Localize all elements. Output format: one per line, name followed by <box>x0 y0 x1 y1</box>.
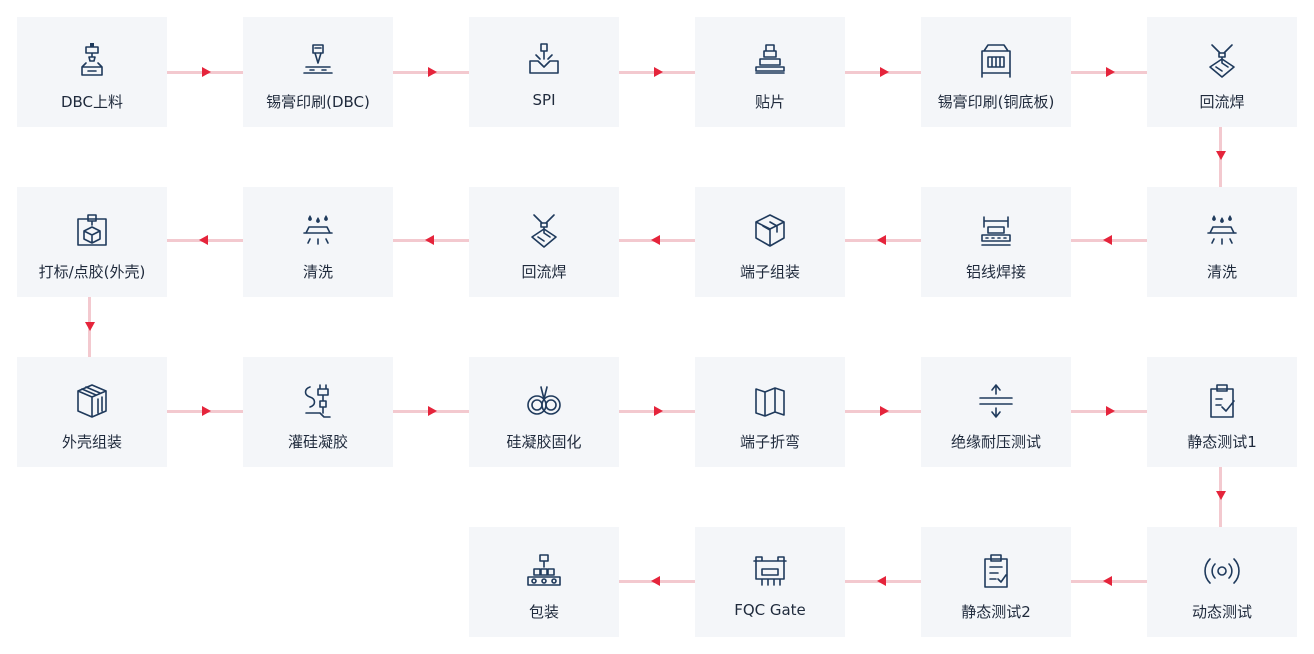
step-label: 打标/点胶(外壳) <box>38 263 146 281</box>
step-solder-paste-copper: 锡膏印刷(铜底板) <box>921 17 1071 127</box>
arrow-down <box>1216 491 1226 500</box>
arrow-right <box>880 67 889 77</box>
step-gel-potting: 灌硅凝胶 <box>243 357 393 467</box>
step-wire-bonding: 铝线焊接 <box>921 187 1071 297</box>
step-label: 锡膏印刷(铜底板) <box>937 93 1055 111</box>
placement-icon <box>750 41 790 81</box>
step-packaging: 包装 <box>469 527 619 637</box>
step-insulation-test: 绝缘耐压测试 <box>921 357 1071 467</box>
arrow-left <box>877 235 886 245</box>
solder-paste-print-icon <box>298 41 338 81</box>
step-label: 硅凝胶固化 <box>506 433 582 451</box>
arrow-left <box>1103 576 1112 586</box>
marking-dispense-icon <box>72 211 112 251</box>
step-label: 清洗 <box>1206 263 1237 281</box>
housing-box-icon <box>72 381 112 421</box>
step-fqc-gate: FQC Gate <box>695 527 845 637</box>
step-static-test-2: 静态测试2 <box>921 527 1071 637</box>
step-gel-curing: 硅凝胶固化 <box>469 357 619 467</box>
step-label: 锡膏印刷(DBC) <box>266 93 370 111</box>
step-placement: 贴片 <box>695 17 845 127</box>
step-label: 动态测试 <box>1191 603 1252 621</box>
step-reflow-2: 回流焊 <box>469 187 619 297</box>
cube-assembly-icon <box>750 211 790 251</box>
step-label: SPI <box>532 91 556 109</box>
arrow-right <box>428 67 437 77</box>
step-cleaning-2: 清洗 <box>243 187 393 297</box>
wire-bonding-icon <box>976 211 1016 251</box>
step-label: DBC上料 <box>60 93 124 111</box>
arrow-right <box>1106 406 1115 416</box>
arrow-right <box>202 67 211 77</box>
step-label: 端子组装 <box>739 263 800 281</box>
curing-coil-icon <box>524 381 564 421</box>
gel-potting-icon <box>298 381 338 421</box>
arrow-left <box>1103 235 1112 245</box>
folding-map-icon <box>750 381 790 421</box>
step-spi: SPI <box>469 17 619 127</box>
step-label: 贴片 <box>754 93 785 111</box>
step-label: 外壳组装 <box>61 433 122 451</box>
arrow-left <box>199 235 208 245</box>
step-label: 清洗 <box>302 263 333 281</box>
step-label: 绝缘耐压测试 <box>950 433 1041 451</box>
step-solder-paste-dbc: 锡膏印刷(DBC) <box>243 17 393 127</box>
cleaning-drops-icon <box>1202 211 1242 251</box>
arrow-left <box>877 576 886 586</box>
step-label: 回流焊 <box>521 263 567 281</box>
step-label: 铝线焊接 <box>965 263 1026 281</box>
step-label: 回流焊 <box>1199 93 1245 111</box>
arrow-right <box>880 406 889 416</box>
step-cleaning-1: 清洗 <box>1147 187 1297 297</box>
step-housing-assembly: 外壳组装 <box>17 357 167 467</box>
arrow-right <box>654 406 663 416</box>
step-label: 静态测试2 <box>961 603 1031 621</box>
arrow-down <box>85 322 95 331</box>
signal-wave-icon <box>1202 551 1242 591</box>
cleaning-drops-icon <box>298 211 338 251</box>
spi-inspection-icon <box>524 41 564 81</box>
gate-fixture-icon <box>750 551 790 591</box>
step-terminal-assembly: 端子组装 <box>695 187 845 297</box>
arrow-right <box>428 406 437 416</box>
arrow-down <box>1216 151 1226 160</box>
step-terminal-bending: 端子折弯 <box>695 357 845 467</box>
clipboard-check-icon <box>1202 381 1242 421</box>
reflow-laser-icon <box>1202 41 1242 81</box>
arrow-left <box>425 235 434 245</box>
step-label: 静态测试1 <box>1187 433 1257 451</box>
reflow-laser-icon <box>524 211 564 251</box>
compress-arrows-icon <box>976 381 1016 421</box>
step-label: 灌硅凝胶 <box>287 433 348 451</box>
arrow-right <box>202 406 211 416</box>
arrow-left <box>651 235 660 245</box>
step-dbc-loading: DBC上料 <box>17 17 167 127</box>
arrow-left <box>651 576 660 586</box>
step-label: FQC Gate <box>734 601 806 619</box>
dbc-loading-icon <box>72 41 112 81</box>
step-reflow-1: 回流焊 <box>1147 17 1297 127</box>
step-static-test-1: 静态测试1 <box>1147 357 1297 467</box>
clipboard-list-icon <box>976 551 1016 591</box>
step-label: 端子折弯 <box>739 433 800 451</box>
packaging-conveyor-icon <box>524 551 564 591</box>
printer-machine-icon <box>976 41 1016 81</box>
step-label: 包装 <box>528 603 559 621</box>
arrow-right <box>654 67 663 77</box>
step-dynamic-test: 动态测试 <box>1147 527 1297 637</box>
step-marking-dispense: 打标/点胶(外壳) <box>17 187 167 297</box>
arrow-right <box>1106 67 1115 77</box>
